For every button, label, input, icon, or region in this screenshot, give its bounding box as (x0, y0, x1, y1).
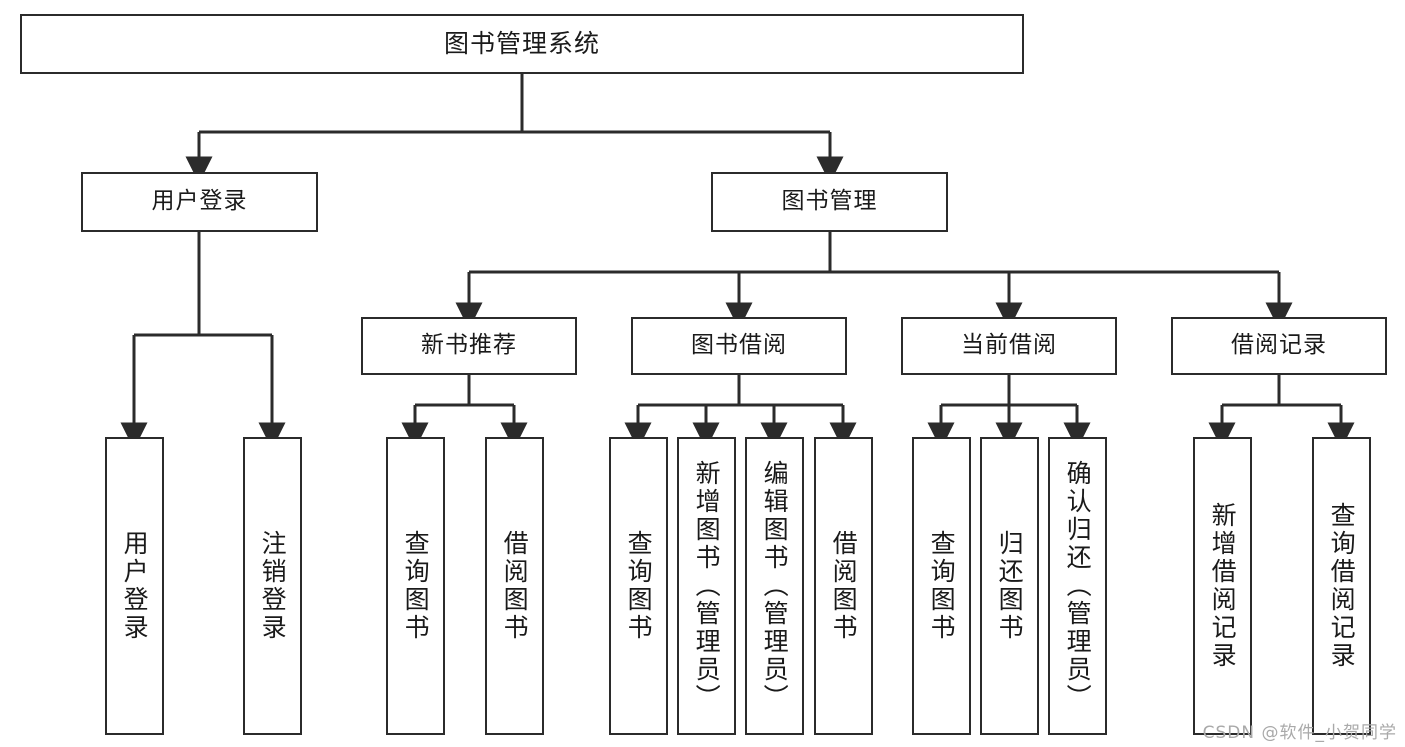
node-current-borrow[interactable]: 当前借阅 (901, 317, 1117, 375)
node-leaf-return-book[interactable]: 归还图书 (980, 437, 1039, 735)
node-book-manage[interactable]: 图书管理 (711, 172, 948, 232)
node-leaf-user-login[interactable]: 用户登录 (105, 437, 164, 735)
node-new-book-recommend-label: 新书推荐 (421, 332, 517, 359)
node-leaf-query-record-label: 查询借阅记录 (1327, 502, 1357, 670)
node-leaf-edit-book[interactable]: 编辑图书（管理员） (745, 437, 804, 735)
node-leaf-user-login-label: 用户登录 (120, 530, 150, 642)
node-leaf-user-logout[interactable]: 注销登录 (243, 437, 302, 735)
node-book-manage-label: 图书管理 (781, 188, 878, 215)
node-leaf-return-book-label: 归还图书 (995, 530, 1025, 642)
node-user-login-label: 用户登录 (151, 188, 248, 215)
node-leaf-confirm-return-label: 确认归还（管理员） (1063, 460, 1093, 712)
node-leaf-borrow-book-2[interactable]: 借阅图书 (814, 437, 873, 735)
node-leaf-user-logout-label: 注销登录 (258, 530, 288, 642)
node-root-system[interactable]: 图书管理系统 (20, 14, 1024, 74)
node-leaf-query-book-2-label: 查询图书 (624, 530, 654, 642)
node-leaf-query-book-3[interactable]: 查询图书 (912, 437, 971, 735)
node-borrow-record[interactable]: 借阅记录 (1171, 317, 1387, 375)
node-leaf-borrow-book-1[interactable]: 借阅图书 (485, 437, 544, 735)
node-leaf-confirm-return[interactable]: 确认归还（管理员） (1048, 437, 1107, 735)
node-book-borrow[interactable]: 图书借阅 (631, 317, 847, 375)
node-leaf-edit-book-label: 编辑图书（管理员） (760, 460, 790, 712)
node-leaf-query-book-3-label: 查询图书 (927, 530, 957, 642)
node-leaf-borrow-book-1-label: 借阅图书 (500, 530, 530, 642)
node-root-system-label: 图书管理系统 (443, 29, 600, 58)
node-leaf-query-book-1[interactable]: 查询图书 (386, 437, 445, 735)
node-leaf-query-book-2[interactable]: 查询图书 (609, 437, 668, 735)
node-current-borrow-label: 当前借阅 (961, 332, 1057, 359)
node-borrow-record-label: 借阅记录 (1231, 332, 1327, 359)
node-leaf-add-book-label: 新增图书（管理员） (692, 460, 722, 712)
csdn-watermark: CSDN @软件_小贺同学 (1202, 723, 1397, 743)
node-leaf-query-book-1-label: 查询图书 (401, 530, 431, 642)
node-new-book-recommend[interactable]: 新书推荐 (361, 317, 577, 375)
node-leaf-add-book[interactable]: 新增图书（管理员） (677, 437, 736, 735)
node-leaf-add-record-label: 新增借阅记录 (1208, 502, 1238, 670)
node-leaf-query-record[interactable]: 查询借阅记录 (1312, 437, 1371, 735)
node-book-borrow-label: 图书借阅 (691, 332, 787, 359)
node-user-login[interactable]: 用户登录 (81, 172, 318, 232)
node-leaf-borrow-book-2-label: 借阅图书 (829, 530, 859, 642)
node-leaf-add-record[interactable]: 新增借阅记录 (1193, 437, 1252, 735)
